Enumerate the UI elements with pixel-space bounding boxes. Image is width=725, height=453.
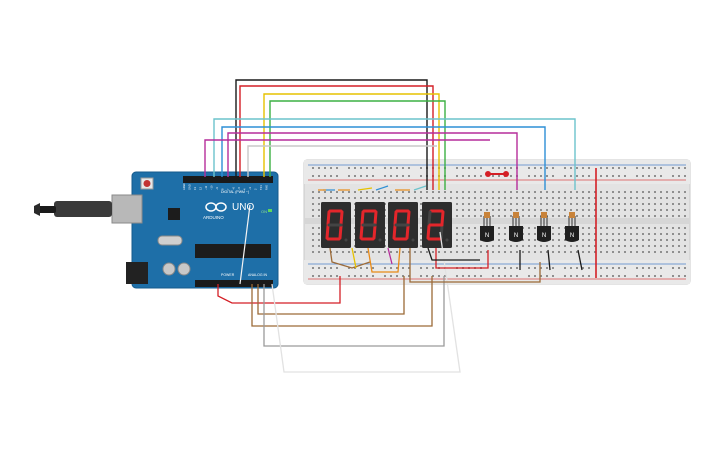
pin-label: TX1 [259, 185, 263, 190]
wire-red[interactable] [239, 85, 434, 190]
breadboard-center-channel [304, 218, 690, 224]
decimal-point [344, 238, 348, 242]
power-analog-header[interactable] [195, 280, 273, 287]
segment-e [392, 224, 397, 240]
segment-e [426, 224, 431, 240]
wire-blue[interactable] [221, 126, 546, 190]
segment-f [393, 210, 398, 226]
pin-label: ~6 [232, 186, 236, 190]
digital-header[interactable] [183, 176, 273, 183]
segment-b [406, 210, 411, 226]
segment-f [360, 210, 365, 226]
digital-label: DIGITAL (PWM ~) [221, 190, 249, 194]
segment-f [326, 210, 331, 226]
decimal-point [411, 238, 415, 242]
board-model-label: UNO [232, 202, 254, 213]
display-jumpers [318, 185, 427, 191]
capacitor [177, 262, 191, 276]
pin-label: ~10 [210, 185, 214, 190]
arduino-logo-icon [205, 202, 227, 212]
transistor-label: N [485, 233, 489, 239]
wires-bottom[interactable] [217, 204, 583, 373]
segment-c [338, 224, 343, 240]
usb-cable [54, 201, 112, 217]
transistor-3[interactable]: N [537, 212, 551, 242]
transistor-2[interactable]: N [509, 212, 523, 242]
pin-label: ~5 [237, 186, 241, 190]
wire-brown-2[interactable] [257, 276, 405, 315]
pin-label: 4 [243, 188, 247, 190]
segment-f [427, 210, 432, 226]
power-jack [126, 262, 148, 284]
board-brand-label: ARDUINO [203, 215, 224, 220]
power-label: POWER [221, 273, 235, 277]
on-led-label: ON [261, 209, 267, 214]
segment-c [372, 224, 377, 240]
wires-top[interactable] [204, 79, 576, 190]
wire-gray-short[interactable] [247, 145, 437, 177]
atmega-chip [195, 244, 271, 258]
segment-b [373, 210, 378, 226]
seven-segment-digit-1[interactable] [321, 202, 351, 248]
wire-magenta-short[interactable] [204, 139, 490, 177]
transistor-1[interactable]: N [480, 212, 494, 242]
segment-b [339, 210, 344, 226]
pin-label: ~11 [204, 185, 208, 190]
wire-brown-1[interactable] [251, 276, 433, 327]
wire-gray[interactable] [263, 276, 445, 347]
pin-label: 7 [226, 188, 230, 190]
transistor-label: N [514, 233, 518, 239]
segment-e [359, 224, 364, 240]
segment-c [405, 224, 410, 240]
pin-label: AREF [182, 183, 186, 190]
decimal-point [378, 238, 382, 242]
on-led [268, 209, 272, 212]
segment-e [325, 224, 330, 240]
pin-label: 2 [254, 188, 258, 190]
wire-green[interactable] [269, 100, 446, 190]
transistor-label: N [570, 233, 574, 239]
pin-label: ~3 [248, 186, 252, 190]
pin-label: 12 [199, 187, 203, 190]
seven-segment-digit-2[interactable] [355, 202, 385, 248]
seven-segment-digit-4[interactable] [422, 202, 452, 248]
transistor-label: N [542, 233, 546, 239]
wire-white-short[interactable] [239, 204, 251, 285]
wire-red-bottom[interactable] [217, 276, 341, 304]
transistor-4[interactable]: N [565, 212, 579, 242]
switch[interactable] [485, 171, 509, 177]
wire-white[interactable] [271, 231, 461, 373]
arduino-uno-board[interactable]: UNO ARDUINO DIGITAL (PWM ~) POWER ANALOG… [34, 171, 279, 289]
seven-segment-display-group[interactable] [321, 202, 452, 248]
usb-port [111, 194, 143, 224]
seven-segment-digit-3[interactable] [388, 202, 418, 248]
pin-label: ~9 [215, 186, 219, 190]
pin-label: 13 [193, 187, 197, 190]
pin-label: GND [188, 184, 192, 190]
usb-chip [168, 208, 180, 220]
wire-magenta[interactable] [227, 132, 518, 190]
analog-label: ANALOG IN [248, 273, 268, 277]
wire-cyan-long[interactable] [213, 118, 576, 190]
crystal [157, 235, 183, 246]
segment-b [440, 210, 445, 226]
pin-label: RX0 [265, 184, 269, 190]
wire-yellow[interactable] [263, 93, 440, 190]
wire-black[interactable] [235, 79, 428, 190]
decimal-point [445, 238, 449, 242]
capacitor [162, 262, 176, 276]
pin-label: 8 [221, 188, 225, 190]
